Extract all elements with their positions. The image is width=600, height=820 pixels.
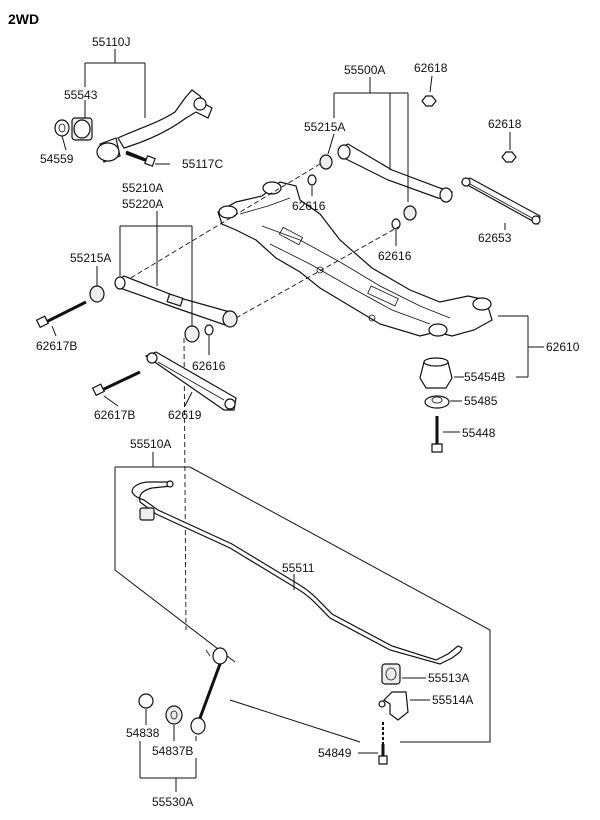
leaders-top bbox=[311, 75, 511, 246]
label-54838: 54838 bbox=[126, 726, 160, 740]
bushing-54837B bbox=[165, 705, 183, 725]
label-55510A: 55510A bbox=[130, 437, 171, 451]
label-62616-a: 62616 bbox=[292, 199, 326, 213]
label-54849: 54849 bbox=[318, 746, 352, 760]
washer-54838 bbox=[138, 693, 154, 709]
stabilizer-link-55530A bbox=[190, 647, 228, 735]
leaders-link bbox=[139, 709, 197, 792]
bushing-55215A-top-b bbox=[403, 205, 417, 221]
leaders-stabilizer-right bbox=[358, 677, 430, 754]
stabilizer-frame bbox=[114, 452, 491, 743]
washer-62616-b bbox=[391, 218, 401, 230]
link-62619 bbox=[144, 351, 237, 411]
crossmember-62610 bbox=[217, 181, 493, 337]
label-55215A-left: 55215A bbox=[70, 251, 111, 265]
label-55511: 55511 bbox=[282, 561, 315, 575]
nut-62618-top bbox=[421, 95, 437, 107]
label-62619: 62619 bbox=[168, 408, 202, 422]
label-55448: 55448 bbox=[462, 426, 496, 440]
nut-62618-right bbox=[501, 151, 517, 163]
bushing-55215A-top-a bbox=[319, 154, 333, 170]
bushing-55543 bbox=[71, 117, 93, 141]
label-55117C: 55117C bbox=[182, 157, 223, 171]
leaders-lower-arm bbox=[51, 211, 210, 407]
drive-type-label: 2WD bbox=[8, 11, 39, 27]
label-55110J: 55110J bbox=[92, 35, 130, 49]
label-62617B-lower: 62617B bbox=[94, 408, 135, 422]
label-55514A: 55514A bbox=[432, 693, 473, 707]
label-62618-top: 62618 bbox=[414, 61, 448, 75]
bushing-55513A bbox=[381, 663, 401, 685]
label-62653: 62653 bbox=[478, 231, 512, 245]
label-55210A: 55210A bbox=[122, 181, 163, 195]
bracket-55514A bbox=[378, 691, 409, 721]
lateral-arm-55500A bbox=[337, 143, 453, 203]
label-62616-b: 62616 bbox=[378, 249, 412, 263]
label-55543: 55543 bbox=[64, 88, 98, 102]
dashed-guides bbox=[123, 163, 401, 631]
washer-55485 bbox=[424, 395, 450, 409]
link-62653 bbox=[460, 177, 541, 225]
collar-54559 bbox=[54, 119, 70, 137]
bolt-54849 bbox=[378, 722, 388, 765]
label-55454B: 55454B bbox=[464, 370, 505, 384]
bushing-55215A-lower bbox=[184, 325, 200, 343]
label-55513A: 55513A bbox=[428, 671, 469, 685]
mount-55454B bbox=[419, 357, 453, 389]
bolt-62617B-upper bbox=[35, 300, 87, 329]
washer-62616-a bbox=[307, 174, 317, 186]
lower-arm-55210A bbox=[114, 275, 238, 328]
label-62616-c: 62616 bbox=[192, 359, 226, 373]
trailing-arm-assembly bbox=[54, 89, 213, 167]
washer-62616-c bbox=[204, 324, 214, 336]
label-62610: 62610 bbox=[546, 340, 580, 354]
bolt-55448 bbox=[431, 416, 443, 453]
label-55220A: 55220A bbox=[122, 197, 163, 211]
leaders-mount bbox=[443, 315, 544, 433]
label-55485: 55485 bbox=[464, 394, 498, 408]
label-55530A: 55530A bbox=[152, 795, 193, 809]
label-62618-right: 62618 bbox=[488, 117, 522, 131]
label-54837B: 54837B bbox=[152, 744, 193, 758]
label-54559: 54559 bbox=[40, 152, 74, 166]
bolt-55117C bbox=[125, 150, 156, 167]
stabilizer-bar-55511 bbox=[131, 480, 463, 665]
label-55215A-top: 55215A bbox=[304, 120, 345, 134]
label-62617B-upper: 62617B bbox=[36, 339, 77, 353]
label-55500A: 55500A bbox=[344, 63, 385, 77]
bushing-55215A-left bbox=[89, 285, 105, 303]
bolt-62617B-lower bbox=[91, 370, 141, 397]
leaders-trailing-arm bbox=[61, 49, 170, 165]
